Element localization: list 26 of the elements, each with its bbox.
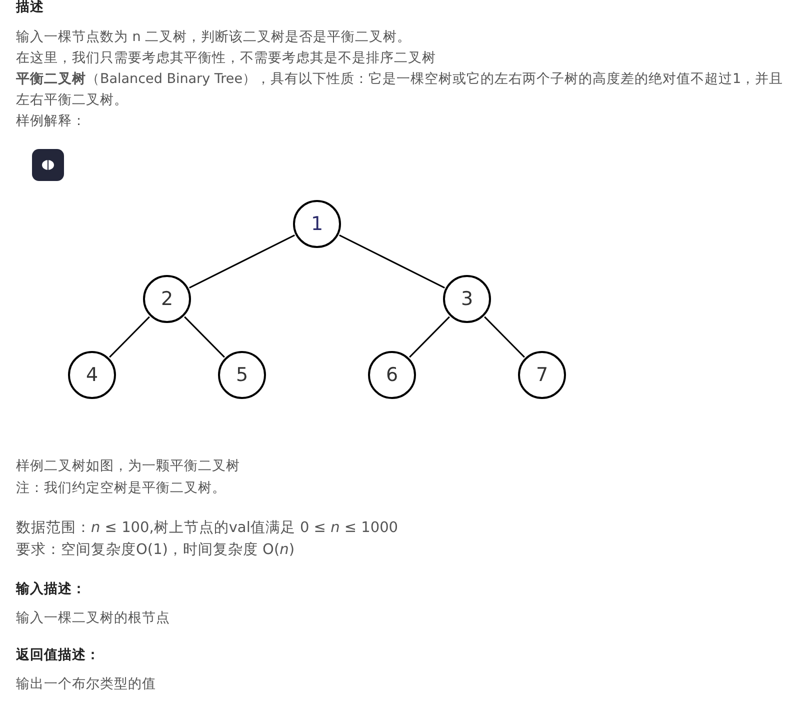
- tree-edge: [484, 316, 525, 358]
- tree-node-circle: 6: [368, 351, 416, 399]
- section-heading: 输入描述：: [16, 580, 86, 599]
- description-text: 数据范围：n ≤ 100,树上节点的val值满足 0 ≤ n ≤ 1000: [16, 519, 398, 538]
- description-text: 输入一棵节点数为 n 二叉树，判断该二叉树是否是平衡二叉树。: [16, 28, 412, 47]
- tree-node-circle: 3: [443, 275, 491, 323]
- section-heading: 返回值描述：: [16, 646, 100, 665]
- tree-node-circle: 2: [143, 275, 191, 323]
- description-text: 要求：空间复杂度O(1)，时间复杂度 O(n): [16, 540, 295, 560]
- tree-node-circle: 4: [68, 351, 116, 399]
- description-text: 样例解释：: [16, 112, 86, 131]
- tree-edge: [109, 316, 150, 358]
- description-text: 输出一个布尔类型的值: [16, 675, 156, 694]
- section-heading: 描述: [16, 0, 44, 17]
- tree-node-circle: 1: [293, 200, 341, 248]
- tree-node-circle: 7: [518, 351, 566, 399]
- description-text: 在这里，我们只需要考虑其平衡性，不需要考虑其是不是排序二叉树: [16, 49, 436, 68]
- description-text: 输入一棵二叉树的根节点: [16, 609, 170, 628]
- tree-edge: [339, 234, 445, 288]
- description-text: 平衡二叉树（Balanced Binary Tree），具有以下性质：它是一棵空树或它的左右两个子树的高度差的绝对值不超过1，并且左右平衡二叉树。: [16, 70, 784, 110]
- tree-node-circle: 5: [218, 351, 266, 399]
- description-text: 样例二叉树如图，为一颗平衡二叉树: [16, 457, 240, 476]
- description-text: 注：我们约定空树是平衡二叉树。: [16, 479, 226, 498]
- tree-edge: [184, 316, 225, 358]
- tree-edge: [189, 234, 295, 288]
- tree-edge: [409, 316, 450, 358]
